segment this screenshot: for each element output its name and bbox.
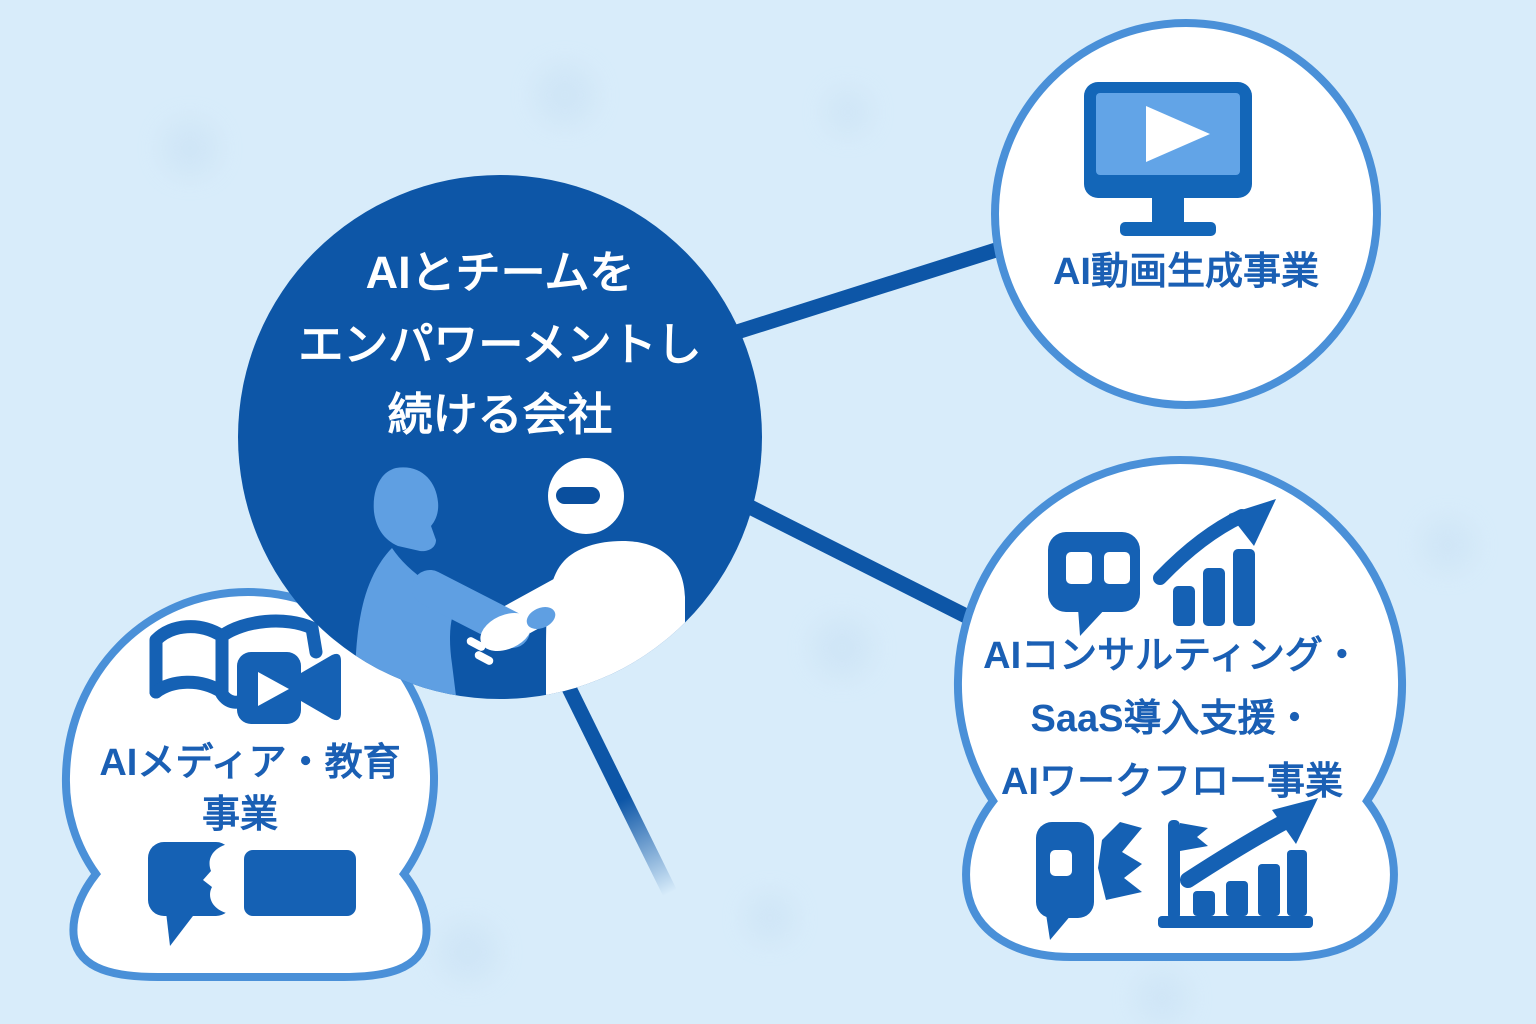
video-node-label: AI動画生成事業 — [1053, 251, 1319, 293]
node-video: AI動画生成事業 — [991, 19, 1381, 409]
connector-lines — [560, 235, 1021, 897]
consulting-node-label-line1: AIコンサルティング・ — [983, 635, 1361, 677]
chat-tag-icon — [1036, 822, 1142, 940]
chat-bubble-icon — [1048, 532, 1140, 636]
handshake-hands — [466, 607, 556, 665]
center-title-line3: 続ける会社 — [387, 389, 612, 440]
monitor-play-icon — [1084, 82, 1252, 236]
connector-to-video-node — [734, 235, 1021, 340]
center-node: AIとチームを エンパワーメントし 続ける会社 — [238, 175, 762, 699]
connector-to-consulting-node — [744, 499, 982, 629]
consulting-node-label-line2: SaaS導入支援・ — [1031, 698, 1314, 740]
media-node-label-line2: 事業 — [202, 794, 278, 836]
node-consulting: AIコンサルティング・ SaaS導入支援・ AIワークフロー事業 — [953, 455, 1407, 961]
center-title-line1: AIとチームを — [366, 247, 635, 298]
speech-face-icon — [148, 842, 232, 946]
consulting-node-label-line3: AIワークフロー事業 — [1001, 761, 1343, 803]
handshake-illustration — [355, 458, 685, 699]
screen-icon — [244, 850, 356, 916]
connector-fading — [560, 680, 677, 897]
growth-chart-icon — [1153, 499, 1276, 626]
analytics-flag-chart-icon — [1158, 798, 1318, 928]
media-node-label-line1: AIメディア・教育 — [99, 741, 400, 784]
center-title-line2: エンパワーメントし — [298, 319, 701, 370]
robot-eye-visor — [556, 487, 600, 504]
video-node-circle — [991, 19, 1381, 409]
video-camera-icon — [237, 652, 341, 724]
node-media: AIメディア・教育 事業 — [61, 587, 439, 981]
